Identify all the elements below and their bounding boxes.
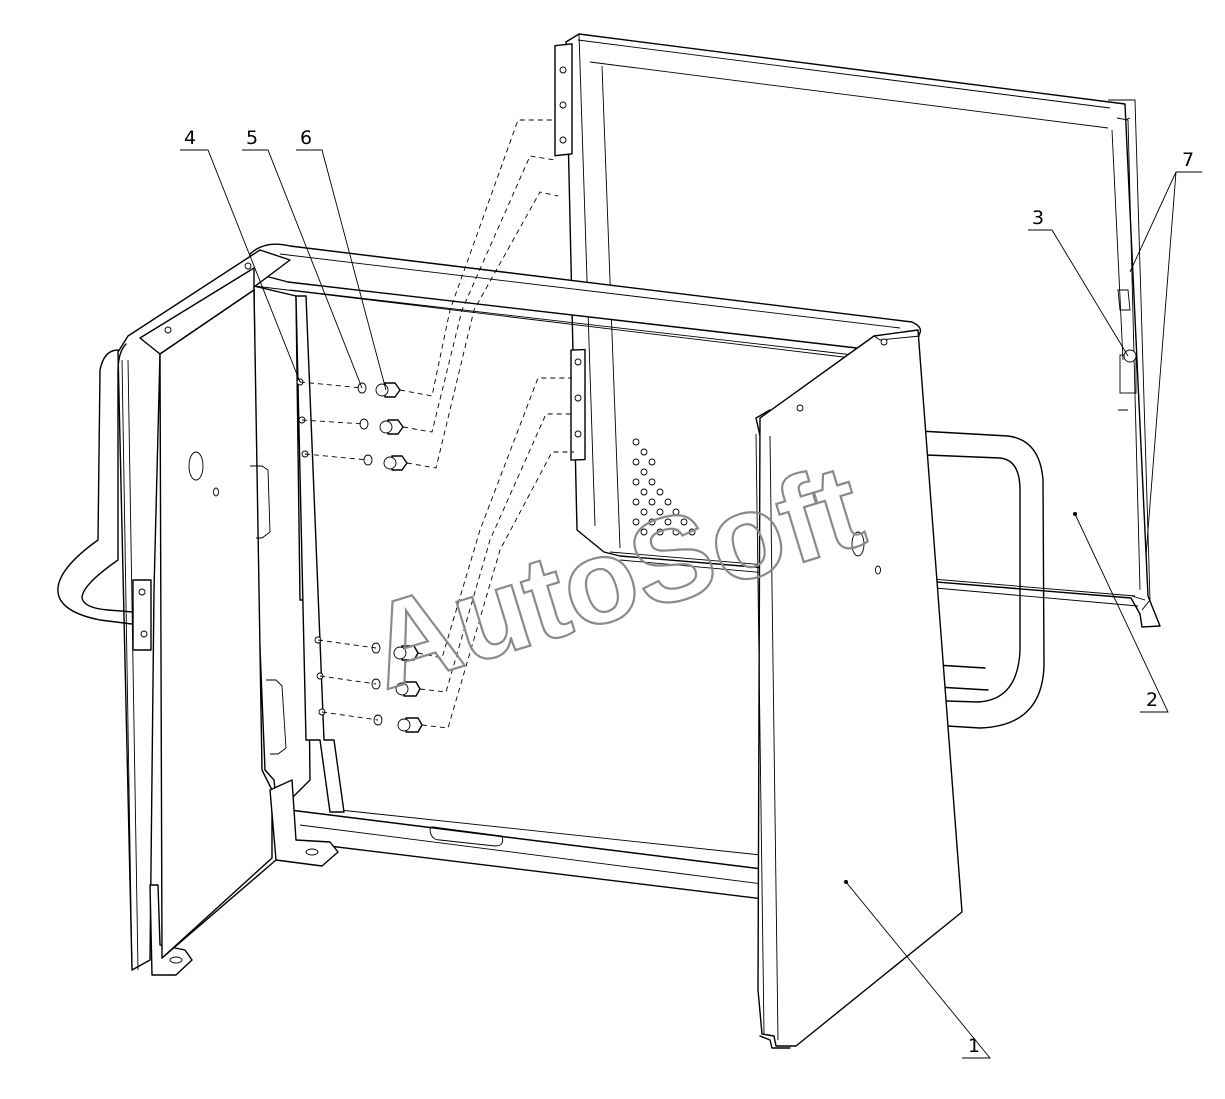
fastener-row-4: [371, 642, 419, 661]
callout-label-2: 2: [1146, 689, 1158, 711]
main-frame: [57, 243, 963, 1049]
fastener-row-6: [373, 714, 423, 733]
callout-label-4: 4: [184, 127, 196, 149]
assembly-paths: [299, 119, 574, 729]
callout-label-6: 6: [300, 127, 312, 149]
callout-label-7: 7: [1182, 149, 1194, 171]
fastener-row-3: [363, 454, 408, 471]
fastener-row-5: [371, 678, 421, 697]
fastener-row-1: [357, 382, 401, 398]
callout-leaders: [180, 149, 1202, 1059]
callout-label-3: 3: [1032, 207, 1044, 229]
callout-label-5: 5: [246, 127, 258, 149]
callout-label-1: 1: [968, 1035, 980, 1057]
fastener-row-2: [359, 418, 404, 435]
mesh-perforation: [632, 438, 696, 536]
